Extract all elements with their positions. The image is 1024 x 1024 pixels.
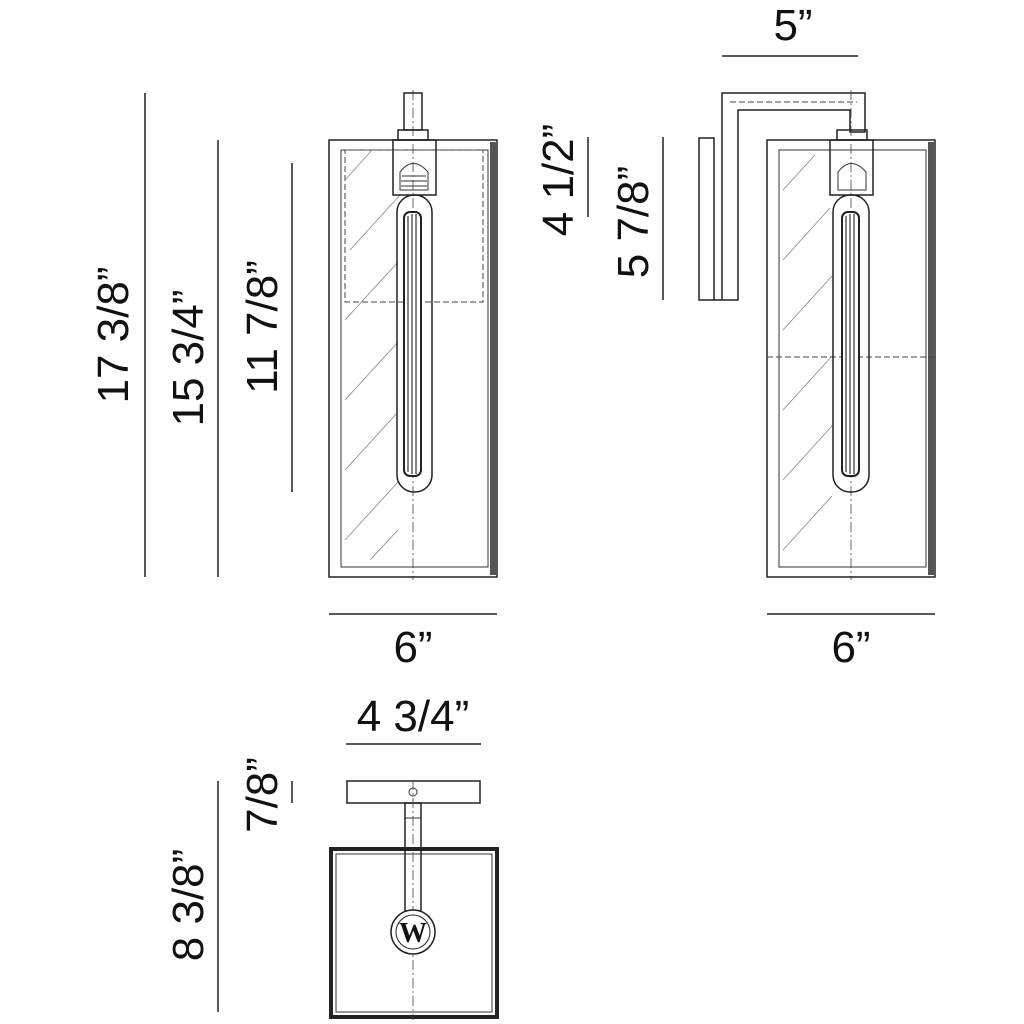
wall-bracket (698, 92, 866, 301)
front-view: 17 3/8” 15 3/4” 11 7/8” (89, 90, 498, 672)
top-shade (329, 780, 499, 1020)
backplate-height-label: 5 7/8” (609, 166, 658, 279)
front-width-label: 6” (393, 623, 432, 672)
side-view: 5” 4 1/2” 5 7/8” (534, 1, 936, 672)
side-socket-bulb (829, 129, 874, 493)
depth-label: 8 3/8” (164, 849, 213, 962)
backplate-offset-label: 4 1/2” (534, 124, 583, 237)
canopy (346, 780, 481, 804)
canopy-depth-label: 7/8” (238, 757, 287, 833)
brand-logo: W (390, 909, 436, 955)
shade-height-label: 15 3/4” (164, 290, 213, 427)
mounting-outline (344, 149, 484, 303)
canopy-width-label: 4 3/4” (357, 692, 470, 741)
bulb-height-label: 11 7/8” (238, 260, 287, 394)
overall-height-label: 17 3/8” (89, 267, 138, 404)
glass-reflection-lines (344, 149, 401, 561)
logo-letter: W (399, 918, 427, 949)
extension-label: 5” (773, 1, 812, 50)
side-width-label: 6” (831, 623, 870, 672)
front-shade (328, 90, 498, 580)
top-view: 4 3/4” 7/8” 8 3/8” W (164, 692, 499, 1020)
front-rod-socket-bulb (392, 92, 437, 493)
